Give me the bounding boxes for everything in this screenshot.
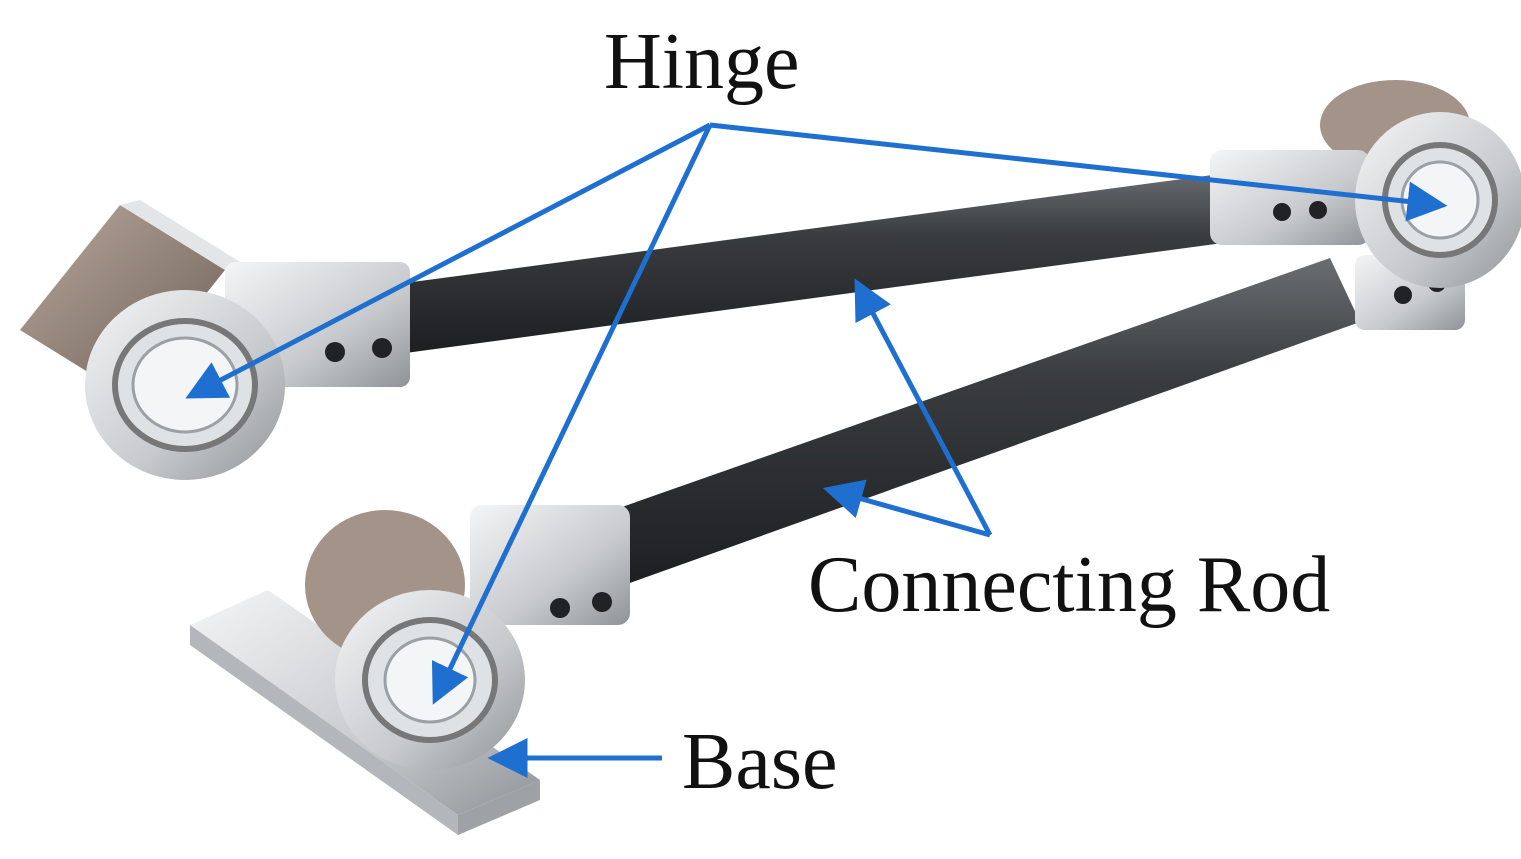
arrow-hinge-right — [709, 122, 1448, 222]
lower-connecting-rod — [585, 258, 1360, 590]
base-hinge — [190, 505, 630, 835]
arrow-hinge-base — [431, 123, 713, 705]
arrow-hinge-left — [185, 122, 712, 399]
left-hinge — [20, 200, 410, 480]
rod-arrows — [822, 278, 993, 538]
hinge-label: Hinge — [604, 18, 800, 106]
upper-connecting-rod — [390, 170, 1260, 354]
arrow-rod-lower — [822, 479, 991, 538]
connecting-rod-label: Connecting Rod — [808, 541, 1331, 629]
hinge-arrows — [185, 122, 1448, 705]
arrow-rod-upper — [854, 278, 993, 537]
base-label: Base — [682, 718, 838, 806]
